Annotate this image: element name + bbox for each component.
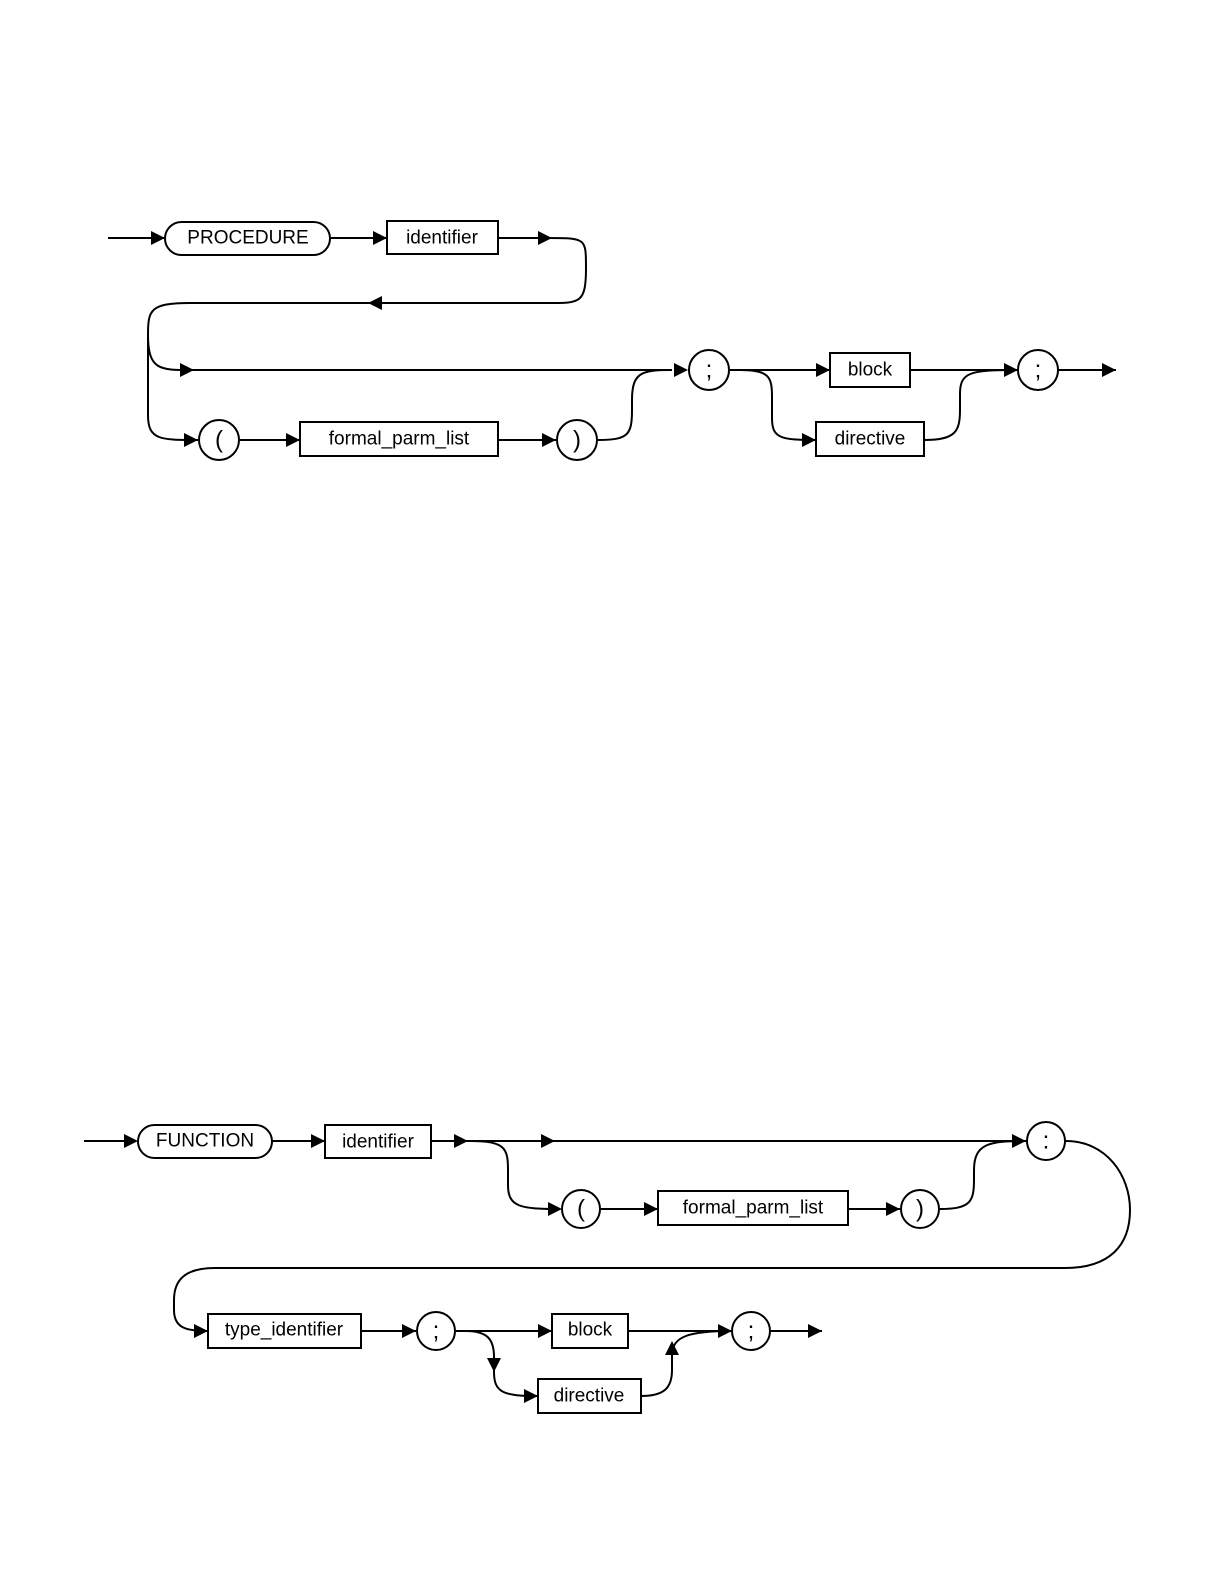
function-type-identifier-label: type_identifier <box>225 1320 344 1341</box>
procedure-close-paren-label: ) <box>573 427 581 454</box>
function-semicolon-label-2: ; <box>748 1318 755 1345</box>
procedure-semicolon-terminal-2: ; <box>1017 349 1059 391</box>
procedure-block-box: block <box>829 352 911 388</box>
function-semicolon-label-1: ; <box>433 1318 440 1345</box>
procedure-semicolon-label-2: ; <box>1035 357 1042 384</box>
function-colon-label: : <box>1043 1128 1050 1155</box>
procedure-keyword-label: PROCEDURE <box>187 228 308 249</box>
function-flow-lines <box>84 1140 1132 1397</box>
procedure-identifier-box: identifier <box>386 220 499 255</box>
function-block-label: block <box>568 1320 613 1341</box>
procedure-flow-lines <box>108 237 1116 441</box>
procedure-semicolon-label-1: ; <box>706 357 713 384</box>
procedure-keyword-terminal: PROCEDURE <box>164 221 331 256</box>
function-open-paren-terminal: ( <box>561 1189 601 1229</box>
procedure-identifier-label: identifier <box>406 228 478 249</box>
function-close-paren-label: ) <box>916 1196 924 1223</box>
procedure-open-paren-label: ( <box>215 427 223 454</box>
procedure-formal-parm-list-box: formal_parm_list <box>299 421 499 457</box>
procedure-directive-box: directive <box>815 421 925 457</box>
procedure-semicolon-terminal-1: ; <box>688 349 730 391</box>
function-close-paren-terminal: ) <box>900 1189 940 1229</box>
procedure-open-paren-terminal: ( <box>198 419 240 461</box>
procedure-diagram: PROCEDURE identifier ( formal_parm_list … <box>108 220 1116 461</box>
function-identifier-box: identifier <box>324 1124 432 1159</box>
function-formal-parm-list-box: formal_parm_list <box>657 1190 849 1226</box>
function-keyword-label: FUNCTION <box>156 1131 254 1152</box>
function-colon-terminal: : <box>1026 1121 1066 1161</box>
function-identifier-label: identifier <box>342 1132 414 1153</box>
function-block-box: block <box>551 1313 629 1349</box>
procedure-formal-parm-list-label: formal_parm_list <box>329 429 470 450</box>
function-semicolon-terminal-2: ; <box>731 1311 771 1351</box>
function-directive-box: directive <box>537 1378 642 1414</box>
procedure-block-label: block <box>848 360 893 381</box>
function-directive-label: directive <box>554 1386 625 1407</box>
function-keyword-terminal: FUNCTION <box>137 1124 273 1159</box>
procedure-close-paren-terminal: ) <box>556 419 598 461</box>
function-semicolon-terminal-1: ; <box>416 1311 456 1351</box>
function-open-paren-label: ( <box>577 1196 585 1223</box>
function-diagram: FUNCTION identifier ( formal_parm_list )… <box>84 1121 1132 1414</box>
function-formal-parm-list-label: formal_parm_list <box>683 1198 824 1219</box>
procedure-directive-label: directive <box>835 429 906 450</box>
function-type-identifier-box: type_identifier <box>207 1313 362 1349</box>
